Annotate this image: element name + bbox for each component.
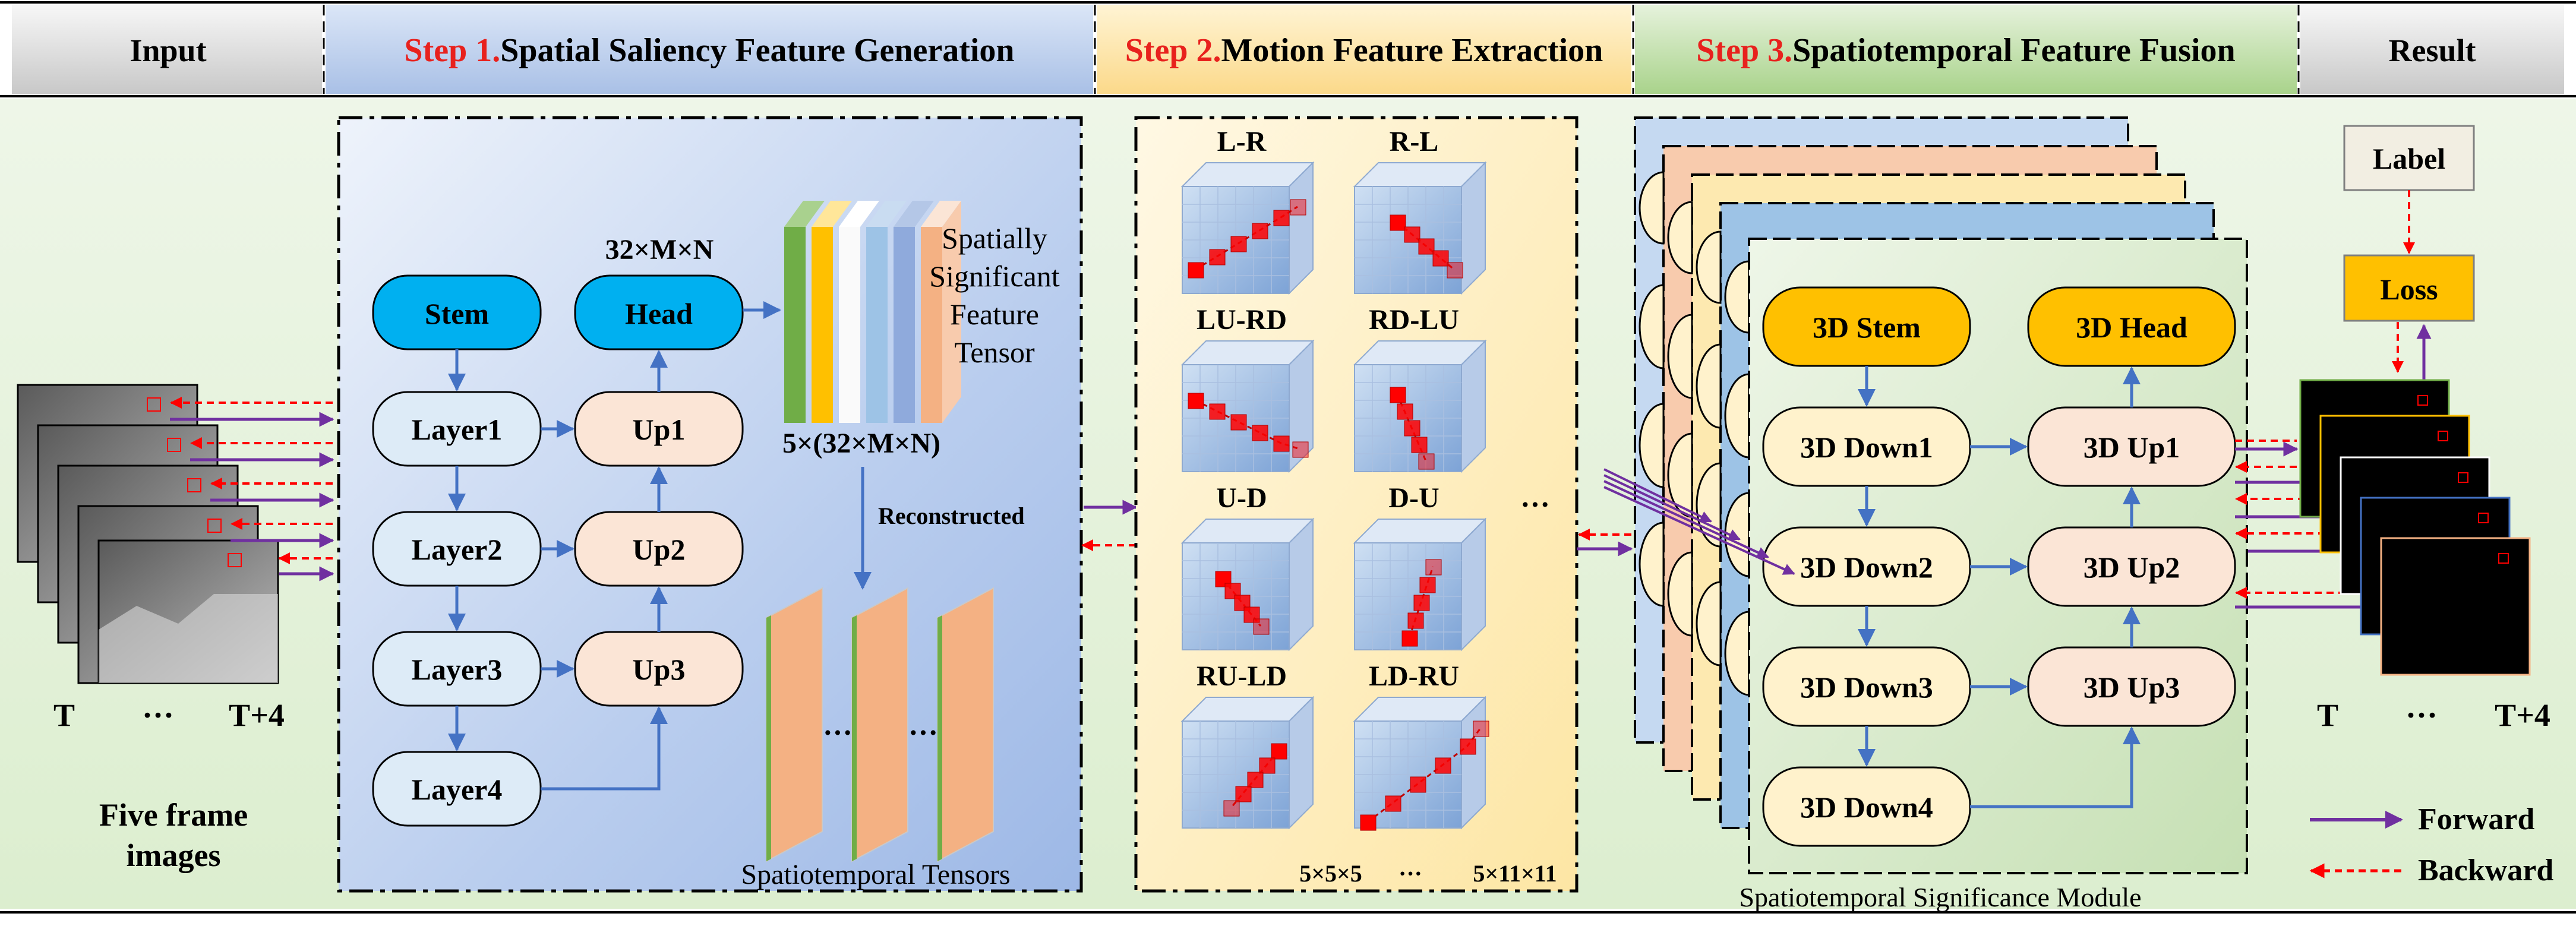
- tensor-label-line4: Tensor: [954, 336, 1035, 369]
- tensor-label-line1: Spatially: [942, 222, 1047, 255]
- 3d-stem-label: 3D Stem: [1813, 311, 1921, 344]
- header-input-label: Input: [130, 33, 206, 68]
- size-dots: ···: [1399, 860, 1422, 887]
- 3d-down1-label: 3D Down1: [1800, 431, 1933, 464]
- step2-dots-right: ···: [1520, 488, 1550, 521]
- tensor-label-line3: Feature: [950, 298, 1039, 331]
- header-step1-prefix: Step 1.: [404, 32, 500, 69]
- feature-tensor: [784, 201, 961, 423]
- tensors-dots-1: ···: [823, 716, 853, 749]
- 3d-head-label: 3D Head: [2076, 311, 2187, 344]
- header-step2-cell: [1097, 5, 1631, 94]
- result-t-start: T: [2317, 697, 2338, 733]
- reconstructed-label: Reconstructed: [878, 502, 1025, 529]
- result-dots: ···: [2405, 697, 2438, 733]
- tensors-dots-2: ···: [908, 716, 938, 749]
- input-t-start: T: [53, 697, 75, 733]
- step3-panel: 3D Stem 3D Head 3D Down1 3D Down2 3D Dow…: [1603, 116, 2248, 912]
- input-t-end: T+4: [229, 697, 285, 733]
- header-step2-title: Step 2.Motion Feature Extraction: [1125, 32, 1603, 69]
- motion-cube-ru-ld: RU-LD: [1180, 660, 1315, 830]
- size-small: 5×5×5: [1299, 860, 1362, 887]
- header-step2-prefix: Step 2.: [1125, 32, 1221, 69]
- layer1-label: Layer1: [412, 413, 503, 446]
- legend-forward-label: Forward: [2418, 802, 2534, 836]
- layer4-label: Layer4: [412, 773, 503, 806]
- spatiotemporal-tensors-caption: Spatiotemporal Tensors: [741, 859, 1010, 890]
- direction-label: RD-LU: [1369, 304, 1459, 336]
- module-caption: Spatiotemporal Significance Module: [1739, 882, 2141, 912]
- result-t-end: T+4: [2495, 697, 2550, 733]
- motion-cube-ld-ru: LD-RU: [1353, 660, 1489, 831]
- label-text: Label: [2373, 142, 2445, 175]
- motion-cube-l-r: L-R: [1180, 126, 1315, 295]
- layer2-label: Layer2: [412, 533, 503, 566]
- stem-label: Stem: [425, 297, 489, 330]
- header-input-cell: [12, 5, 322, 94]
- 3d-up1-label: 3D Up1: [2083, 431, 2180, 464]
- header-step1-title: Step 1.Spatial Saliency Feature Generati…: [404, 32, 1014, 69]
- input-step1-arrows: [170, 397, 334, 581]
- 3d-down4-label: 3D Down4: [1800, 791, 1933, 824]
- direction-label: D-U: [1388, 482, 1439, 514]
- motion-cube-r-l: R-L: [1353, 126, 1487, 295]
- 3d-down2-label: 3D Down2: [1800, 551, 1933, 584]
- input-caption-line2: images: [127, 837, 221, 873]
- motion-cube-u-d: U-D: [1180, 482, 1315, 652]
- direction-label: LD-RU: [1369, 660, 1459, 692]
- header-step1-cell: [326, 5, 1093, 94]
- motion-cube-lu-rd: LU-RD: [1180, 304, 1315, 473]
- direction-label: L-R: [1217, 126, 1267, 157]
- tensor-dimension: 5×(32×M×N): [782, 428, 940, 459]
- 3d-down3-label: 3D Down3: [1800, 671, 1933, 704]
- head-dimension: 32×M×N: [605, 234, 714, 266]
- motion-cube-rd-lu: RD-LU: [1353, 304, 1487, 473]
- direction-label: LU-RD: [1197, 304, 1287, 336]
- input-caption-line1: Five frame: [99, 797, 248, 833]
- direction-label: U-D: [1216, 482, 1267, 514]
- direction-label: R-L: [1390, 126, 1439, 157]
- header-step3-title: Step 3.Spatiotemporal Feature Fusion: [1696, 32, 2235, 69]
- up3-label: Up3: [633, 653, 686, 686]
- header-bar: Input Step 1.Spatial Saliency Feature Ge…: [0, 1, 2576, 97]
- head-label: Head: [625, 297, 693, 330]
- size-large: 5×11×11: [1473, 860, 1557, 887]
- header-result-label: Result: [2389, 33, 2476, 68]
- label-box: [2343, 125, 2475, 191]
- head-block: [574, 274, 744, 350]
- header-step2-text: Motion Feature Extraction: [1221, 32, 1603, 69]
- 3d-head-block: [2027, 286, 2236, 367]
- header-step3-cell: [1635, 5, 2297, 94]
- layer3-label: Layer3: [412, 653, 503, 686]
- input-frames: T ··· T+4 Five frame images: [17, 384, 285, 873]
- input-dots: ···: [142, 697, 174, 733]
- step1-panel: Stem 32×M×N Head Layer1 Layer2 Layer3 La…: [337, 116, 1083, 893]
- header-step3-text: Spatiotemporal Feature Fusion: [1792, 32, 2236, 69]
- result-panel: Label Loss T ··· T+4: [2299, 125, 2550, 733]
- loss-box: [2343, 254, 2475, 322]
- up1-label: Up1: [633, 413, 686, 446]
- motion-cubes: L-R R-L LU-RD RD-LU U-D D-U RU-LD LD-RU: [1180, 126, 1489, 831]
- tensor-label-line2: Significant: [929, 260, 1060, 293]
- up2-label: Up2: [633, 533, 686, 566]
- header-result-cell: [2300, 5, 2564, 94]
- loss-text: Loss: [2380, 273, 2438, 306]
- spatiotemporal-tensors: [766, 587, 994, 862]
- 3d-up2-label: 3D Up2: [2083, 551, 2180, 584]
- step2-panel: L-R R-L LU-RD RD-LU U-D D-U RU-LD LD-RU ··· 5×5…: [1134, 116, 1579, 893]
- header-step3-prefix: Step 3.: [1696, 32, 1792, 69]
- legend-backward-label: Backward: [2418, 854, 2553, 887]
- result-frame-5: [2380, 537, 2531, 676]
- input-frame-5: [97, 539, 279, 684]
- legend: Forward Backward: [2309, 802, 2553, 887]
- 3d-up3-label: 3D Up3: [2083, 671, 2180, 704]
- direction-label: RU-LD: [1197, 660, 1287, 692]
- header-step1-text: Spatial Saliency Feature Generation: [500, 32, 1014, 69]
- motion-cube-d-u: D-U: [1353, 482, 1487, 652]
